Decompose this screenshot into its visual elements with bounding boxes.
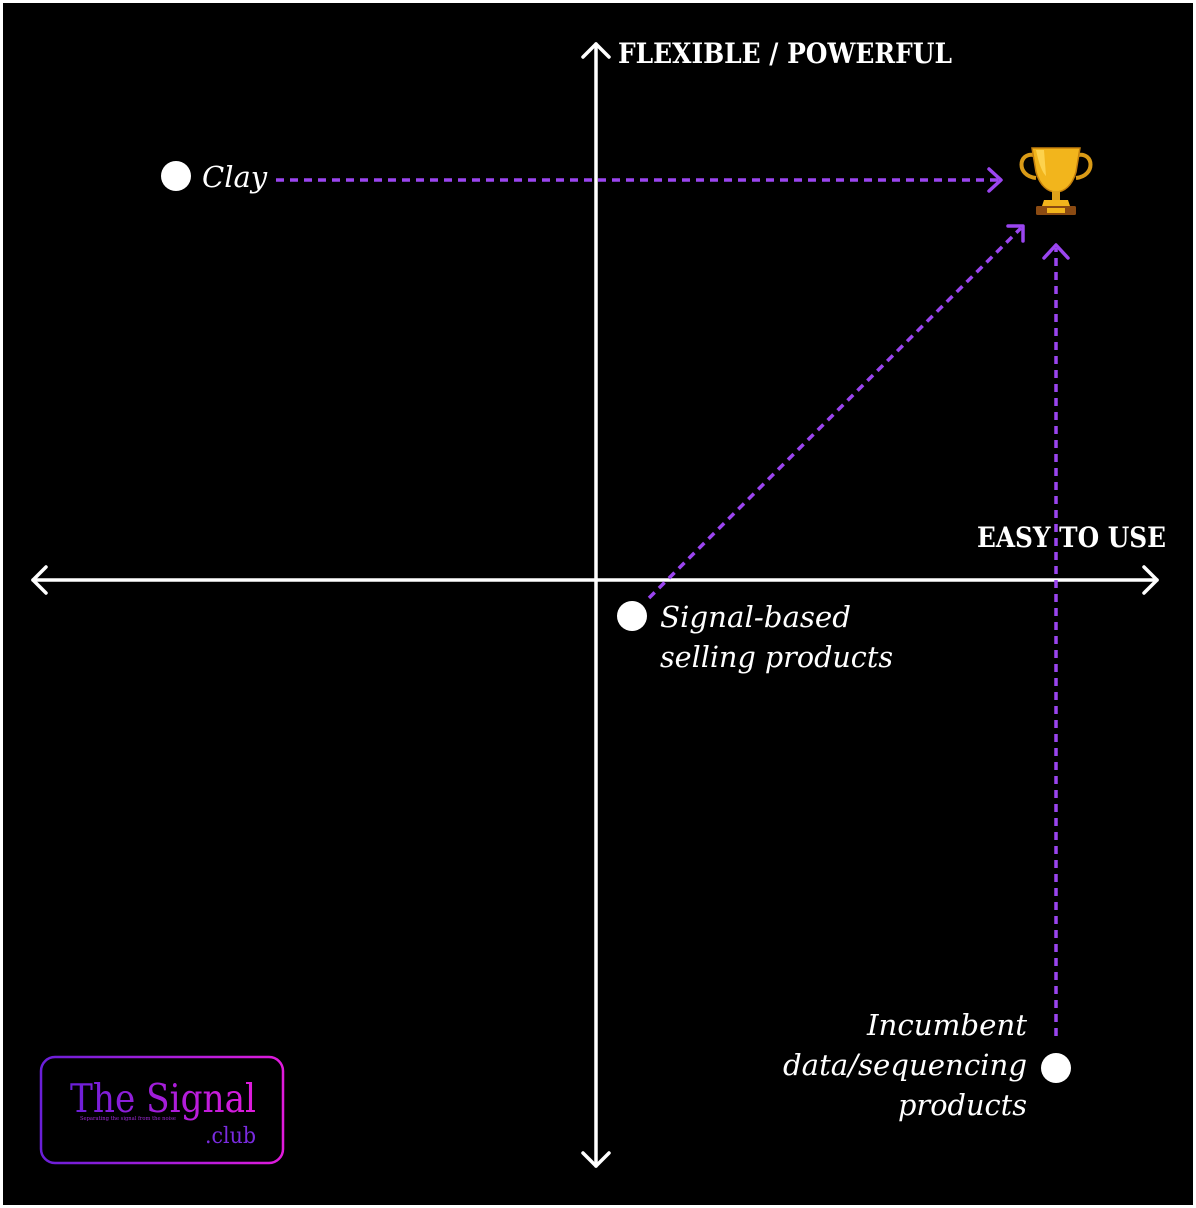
- axes: [31, 42, 1159, 1168]
- clay-label: Clay: [202, 160, 268, 194]
- signal-arrow-line: [647, 226, 1023, 600]
- logo-title: The Signal: [70, 1077, 256, 1122]
- incumbent-arrow-head: [1042, 243, 1070, 260]
- diagram-panel: FLEXIBLE / POWERFUL EASY TO USE Clay Sig…: [3, 3, 1193, 1205]
- vertical-axis-arrow-down: [581, 1151, 611, 1168]
- signal-based-label-line-1: Signal-based: [660, 600, 851, 634]
- incumbent-label-line-3: products: [898, 1088, 1027, 1122]
- vertical-axis-arrow-up: [581, 42, 611, 59]
- incumbent-point: [1041, 1053, 1071, 1083]
- horizontal-axis-arrow-right: [1142, 565, 1159, 595]
- horizontal-axis-arrow-left: [31, 565, 48, 595]
- incumbent-label-line-2: data/sequencing: [783, 1048, 1027, 1082]
- progress-arrows: [276, 167, 1070, 1036]
- the-signal-logo: The Signal Separating the signal from th…: [39, 1055, 285, 1165]
- horizontal-axis-label: EASY TO USE: [977, 521, 1166, 554]
- trophy-icon: [1019, 147, 1093, 215]
- vertical-axis-label: FLEXIBLE / POWERFUL: [618, 37, 952, 70]
- logo-border: [39, 1055, 285, 1165]
- logo-suffix: .club: [205, 1124, 256, 1149]
- signal-based-label-line-2: selling products: [660, 640, 893, 674]
- positioning-diagram: FLEXIBLE / POWERFUL EASY TO USE Clay Sig…: [31, 37, 1166, 1168]
- logo-tagline: Separating the signal from the noise: [80, 1116, 176, 1122]
- clay-point: [161, 161, 191, 191]
- incumbent-label-line-1: Incumbent: [866, 1008, 1027, 1042]
- signal-arrow-head: [1006, 224, 1025, 243]
- signal-based-point: [617, 601, 647, 631]
- clay-arrow-head: [987, 167, 1003, 193]
